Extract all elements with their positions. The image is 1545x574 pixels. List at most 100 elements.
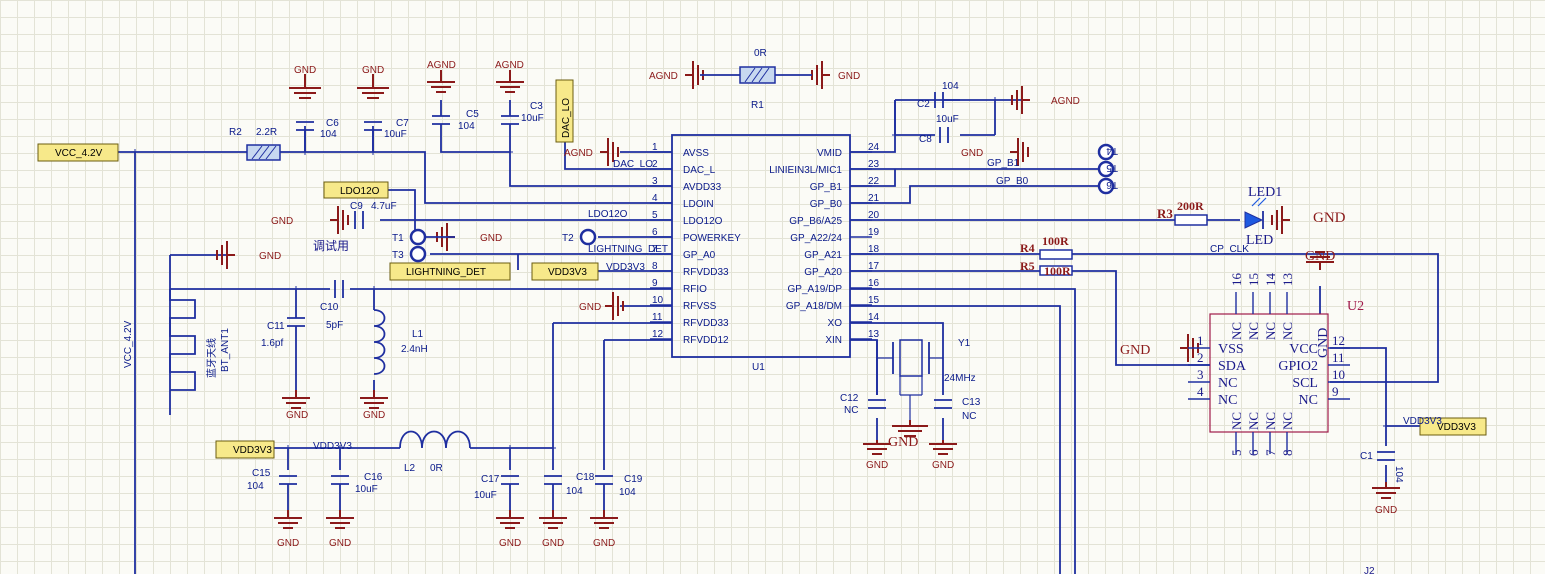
svg-text:GND: GND bbox=[499, 538, 521, 549]
capacitor-c11 bbox=[287, 317, 305, 336]
u1-pin-name: GP_A21 bbox=[804, 250, 842, 261]
svg-text:GND: GND bbox=[1313, 210, 1346, 226]
gnd-symbol bbox=[326, 510, 354, 529]
u1-pin-name: VMID bbox=[817, 148, 842, 159]
agnd-symbol bbox=[1011, 86, 1030, 114]
resistor-r1 bbox=[700, 66, 812, 84]
u1-pin-number: 15 bbox=[868, 295, 880, 306]
svg-text:J2: J2 bbox=[1364, 566, 1375, 574]
svg-text:C12: C12 bbox=[840, 393, 859, 404]
u2-pin-name: SCL bbox=[1292, 376, 1318, 391]
u2-pin-number: 16 bbox=[1229, 273, 1244, 287]
svg-text:C7: C7 bbox=[396, 118, 409, 129]
u1-pin-number: 16 bbox=[868, 278, 880, 289]
svg-text:104: 104 bbox=[566, 486, 583, 497]
svg-text:C3: C3 bbox=[530, 101, 543, 112]
capacitor-c9 bbox=[354, 211, 364, 229]
svg-text:GND: GND bbox=[866, 460, 888, 471]
component-labels: 0R R1 R2 2.2R C6 104 C7 10uF C5 104 C3 1… bbox=[205, 48, 1404, 574]
u2-pin-number: 4 bbox=[1197, 384, 1204, 399]
u1-pin-name: RFVDD33 bbox=[683, 267, 729, 278]
u2-pin-name: NC bbox=[1263, 412, 1278, 430]
svg-text:VDD3V3: VDD3V3 bbox=[313, 441, 352, 452]
gnd-symbol bbox=[360, 390, 388, 409]
u2-pin-number: 5 bbox=[1229, 450, 1244, 457]
svg-text:GND: GND bbox=[838, 71, 860, 82]
svg-text:104: 104 bbox=[619, 487, 636, 498]
svg-text:BT_ANT1: BT_ANT1 bbox=[220, 328, 231, 372]
svg-text:2.4nH: 2.4nH bbox=[401, 344, 428, 355]
svg-text:NC: NC bbox=[844, 405, 858, 416]
svg-text:C1: C1 bbox=[1360, 451, 1373, 462]
gnd-symbol bbox=[274, 510, 302, 529]
u2-pin-number: 6 bbox=[1246, 449, 1261, 456]
u1-pin-name: GP_A19/DP bbox=[788, 284, 843, 295]
u1-pin-name: XO bbox=[828, 318, 843, 329]
junctions bbox=[132, 97, 1389, 451]
svg-text:C17: C17 bbox=[481, 474, 500, 485]
svg-text:104: 104 bbox=[320, 129, 337, 140]
svg-text:T1: T1 bbox=[392, 233, 404, 244]
svg-text:T2: T2 bbox=[562, 233, 574, 244]
u1-pin-name: GP_B0 bbox=[810, 199, 843, 210]
u2-pin-number: 9 bbox=[1332, 384, 1339, 399]
antenna-bt-ant1 bbox=[169, 289, 196, 391]
svg-text:GND: GND bbox=[888, 435, 918, 450]
svg-text:AGND: AGND bbox=[564, 148, 593, 159]
svg-text:GND: GND bbox=[277, 538, 299, 549]
svg-text:10uF: 10uF bbox=[355, 484, 378, 495]
u1-right-pins: 24VMID23LINIEIN3L/MIC122GP_B121GP_B020GP… bbox=[769, 142, 879, 346]
gnd-symbol bbox=[863, 440, 891, 455]
svg-text:GND: GND bbox=[1305, 249, 1335, 264]
gnd-symbol bbox=[811, 61, 830, 89]
u1-pin-name: LDOIN bbox=[683, 199, 714, 210]
u2-pin-name: SDA bbox=[1218, 359, 1247, 374]
svg-text:AGND: AGND bbox=[1051, 96, 1080, 107]
svg-text:GND: GND bbox=[271, 216, 293, 227]
u2-pin-name: GND bbox=[1316, 328, 1331, 358]
svg-text:T5: T5 bbox=[1106, 162, 1118, 173]
svg-text:GND: GND bbox=[961, 148, 983, 159]
resistor-r3 bbox=[1174, 214, 1208, 226]
u1-pin-name: AVDD33 bbox=[683, 182, 722, 193]
u2-pin-name: NC bbox=[1218, 393, 1237, 408]
u1-pin-name: AVSS bbox=[683, 148, 709, 159]
svg-text:GND: GND bbox=[480, 233, 502, 244]
svg-text:NC: NC bbox=[962, 411, 976, 422]
svg-text:R4: R4 bbox=[1020, 241, 1035, 255]
u2-pins: 1VSS2SDA3NC4NC12VCC11GPIO210SCL9NC16NC15… bbox=[1188, 273, 1350, 457]
svg-text:C9: C9 bbox=[350, 201, 363, 212]
u1-pin-name: POWERKEY bbox=[683, 233, 741, 244]
svg-text:DAC_LO: DAC_LO bbox=[561, 98, 572, 138]
capacitor-c10 bbox=[334, 280, 344, 298]
u1-pin-number: 4 bbox=[652, 193, 658, 204]
u1-pin-number: 2 bbox=[652, 159, 658, 170]
u1-pin-name: RFIO bbox=[683, 284, 707, 295]
svg-text:LIGHTNING_DET: LIGHTNING_DET bbox=[406, 267, 486, 278]
svg-text:GND: GND bbox=[593, 538, 615, 549]
capacitor-c3 bbox=[501, 100, 519, 125]
u2-pin-name: NC bbox=[1299, 393, 1318, 408]
gnd-symbol bbox=[496, 510, 524, 529]
svg-text:1.6pf: 1.6pf bbox=[261, 338, 283, 349]
u2-pin-number: 3 bbox=[1197, 367, 1204, 382]
ground-symbols bbox=[216, 61, 1400, 529]
u1-pin-number: 22 bbox=[868, 176, 880, 187]
resistor-r5 bbox=[1039, 265, 1073, 276]
u1-pin-name: GP_A20 bbox=[804, 267, 842, 278]
u1-pin-name: GP_A0 bbox=[683, 250, 716, 261]
u2-pin-number: 10 bbox=[1332, 367, 1345, 382]
capacitor-c13 bbox=[934, 399, 952, 409]
u2-pin-number: 14 bbox=[1263, 273, 1278, 287]
svg-text:VDD3V3: VDD3V3 bbox=[548, 267, 587, 278]
capacitor-c6 bbox=[296, 121, 314, 152]
u1-pin-number: 23 bbox=[868, 159, 880, 170]
svg-text:2.2R: 2.2R bbox=[256, 127, 277, 138]
svg-text:C5: C5 bbox=[466, 109, 479, 120]
svg-text:R3: R3 bbox=[1157, 206, 1173, 221]
svg-text:Y1: Y1 bbox=[958, 338, 971, 349]
u1-pin-number: 6 bbox=[652, 227, 658, 238]
u1-left-pins: 1AVSS2DAC_L3AVDD334LDOIN5LDO12O6POWERKEY… bbox=[650, 142, 741, 346]
u2-pin-name: NC bbox=[1218, 376, 1237, 391]
gnd-symbol bbox=[357, 74, 389, 99]
